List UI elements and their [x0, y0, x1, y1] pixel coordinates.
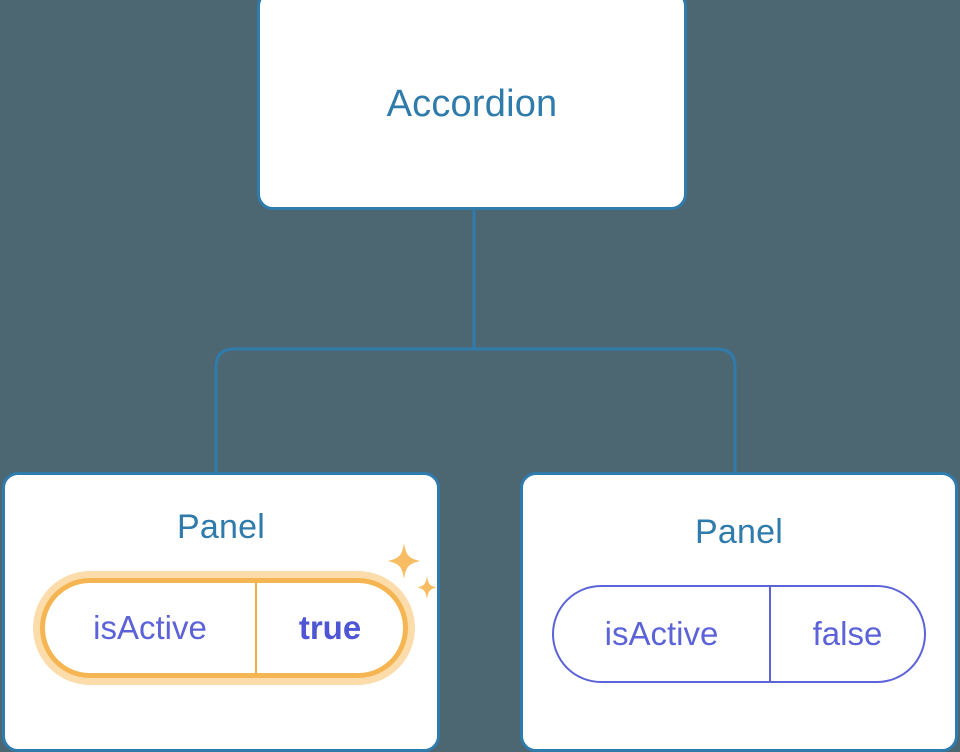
prop-pill-isactive-false[interactable]: isActive false — [552, 585, 926, 683]
node-title-panel-inactive: Panel — [695, 513, 783, 551]
node-card-accordion[interactable]: Accordion — [257, 0, 687, 210]
connector-branch-bar — [214, 347, 737, 472]
prop-key-label: isActive — [93, 609, 207, 646]
prop-pill-container-active: isActive true — [5, 571, 443, 685]
node-card-panel-active[interactable]: Panel isActive true — [2, 472, 440, 752]
node-title-panel-active: Panel — [177, 508, 265, 546]
prop-pill-container-inactive: isActive false — [523, 585, 955, 683]
prop-pill-glow-ring: isActive true — [33, 571, 415, 685]
prop-pill-isactive-true[interactable]: isActive true — [40, 578, 408, 678]
prop-key-label: isActive — [604, 615, 719, 652]
prop-value-label: true — [255, 583, 403, 673]
prop-value-label: false — [769, 587, 924, 681]
node-card-panel-inactive[interactable]: Panel isActive false — [520, 472, 958, 752]
node-title-accordion: Accordion — [386, 82, 558, 125]
